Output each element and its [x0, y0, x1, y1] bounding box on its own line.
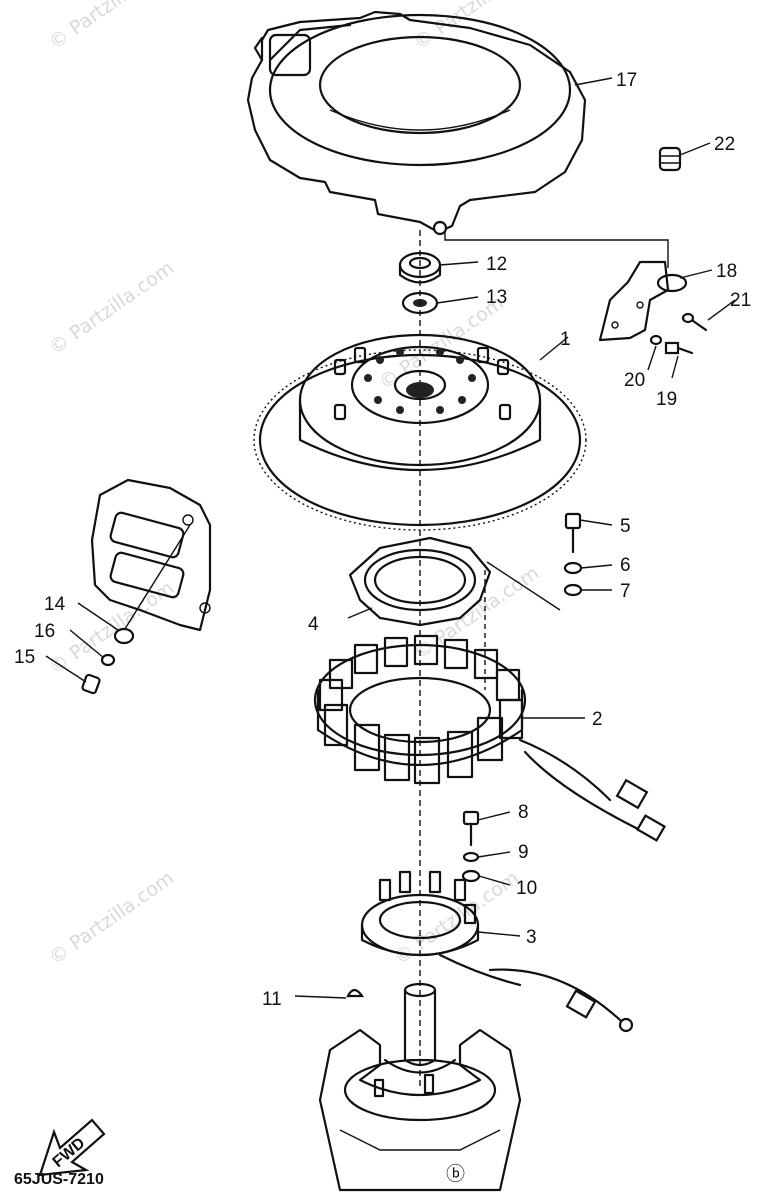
crankshaft-block	[318, 982, 522, 1192]
callout-label: 5	[620, 516, 631, 537]
watermark: © Partzilla.com	[45, 257, 178, 359]
callout-label: 20	[624, 370, 645, 391]
callout-labels: 1 2 3 4 5 6 7 8 9 10 11 12 13 14 15 16 1…	[14, 70, 751, 1010]
bracket-assembly-part	[598, 260, 708, 355]
forward-direction-arrow: FWD	[38, 1118, 106, 1177]
stator-part	[313, 634, 667, 842]
leader-bracket	[486, 561, 561, 611]
bolt-part	[564, 512, 582, 554]
callout-label: 6	[620, 555, 631, 576]
watermark: © Partzilla.com	[45, 0, 178, 54]
washer-part	[563, 583, 583, 597]
watermark: © Partzilla.com	[410, 562, 543, 664]
cover-plate-part	[81, 478, 212, 695]
callout-label: 3	[526, 927, 537, 948]
flywheel-cover-part	[246, 10, 587, 236]
watermark: © Partzilla.com	[45, 867, 178, 969]
flywheel-nut-part	[398, 251, 442, 284]
woodruff-key-part	[346, 988, 365, 998]
callout-label: 13	[486, 287, 507, 308]
washer-part	[563, 561, 583, 575]
callout-label: 11	[262, 989, 282, 1010]
stator-plate-part	[348, 536, 492, 627]
small-mark: ⓑ	[446, 1163, 465, 1185]
callout-label: 17	[616, 70, 637, 91]
callout-label: 21	[730, 290, 751, 311]
callout-label: 4	[308, 614, 319, 635]
callout-label: 7	[620, 581, 631, 602]
callout-label: 18	[716, 261, 737, 282]
callout-label: 9	[518, 842, 529, 863]
callout-label: 1	[560, 329, 571, 350]
callout-label: 19	[656, 389, 677, 410]
callout-label: 14	[44, 594, 66, 615]
grommet-part	[658, 146, 682, 172]
callout-label: 2	[592, 709, 603, 730]
flywheel-part	[253, 333, 587, 531]
callout-label: 10	[516, 878, 537, 899]
pulser-coil-part	[360, 870, 634, 1033]
washer-part	[462, 851, 480, 863]
bolt-part	[462, 810, 480, 847]
callout-label: 8	[518, 802, 529, 823]
diagram-code: 65JUS-7210	[14, 1171, 104, 1188]
callout-label: 12	[486, 254, 507, 275]
leader-bracket	[444, 232, 669, 268]
callout-label: 22	[714, 134, 735, 155]
callout-label: 15	[14, 647, 35, 668]
leader-lines	[45, 77, 736, 999]
callout-label: 16	[34, 621, 55, 642]
